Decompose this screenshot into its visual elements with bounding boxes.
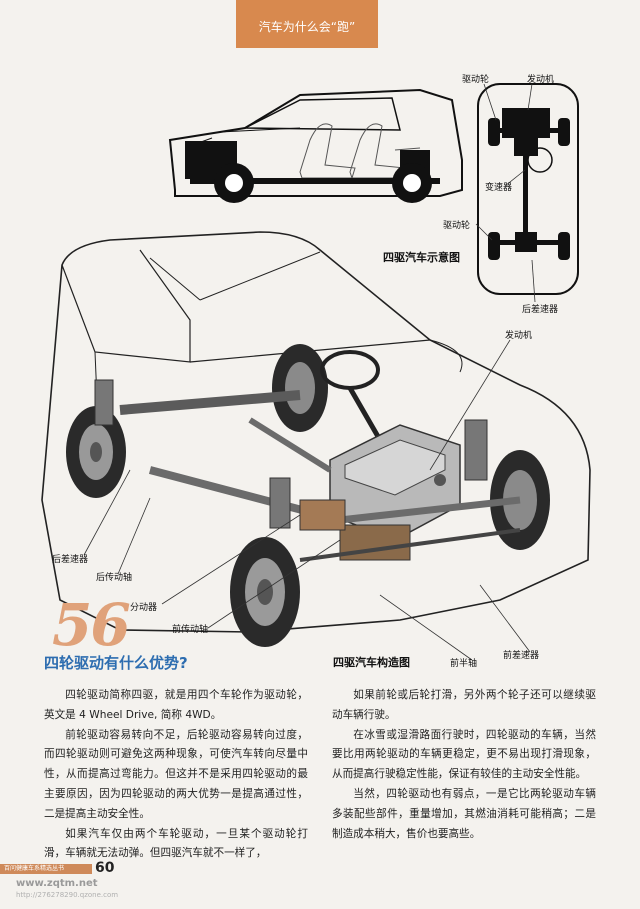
steering-wheel — [320, 350, 383, 442]
paragraph: 前轮驱动容易转向不足，后轮驱动容易转向过度，而四轮驱动则可避免这两种现象，可使汽… — [44, 728, 308, 820]
question-number: 56 — [52, 591, 131, 659]
label-front-shaft: 前传动轴 — [172, 625, 209, 635]
side-view-drivetrain — [185, 141, 440, 203]
top-view-schematic — [477, 83, 579, 295]
label-rear-shaft: 后传动轴 — [96, 573, 133, 583]
section-header-tab: 汽车为什么会“跑” — [236, 0, 378, 48]
main-diagram-caption: 四驱汽车构造图 — [333, 656, 410, 669]
footer-series-title: 百问健康车系精选丛书 — [4, 865, 65, 872]
label-engine-top: 发动机 — [527, 75, 555, 85]
label-drive-wheel: 驱动轮 — [462, 75, 490, 85]
label-rear-diff-main: 后差速器 — [52, 555, 89, 565]
question-title: 四轮驱动有什么优势? — [44, 654, 188, 672]
paragraph: 在冰雪或湿滑路面行驶时，四轮驱动的车辆，当然要比用两轮驱动的车辆更稳定，更不易出… — [332, 728, 596, 781]
main-leader-lines — [83, 339, 531, 661]
watermark-url: www.zqtm.net — [16, 878, 98, 889]
paragraph: 四轮驱动简称四驱，就是用四个车轮作为驱动轮，英文是 4 Wheel Drive,… — [44, 689, 308, 721]
drivetrain-components — [94, 379, 521, 562]
label-rear-diff-top: 后差速器 — [522, 305, 559, 315]
rear-wheel — [66, 406, 126, 498]
label-front-halfshaft: 前半轴 — [450, 659, 478, 669]
label-engine-main: 发动机 — [505, 331, 533, 341]
front-wheel — [230, 537, 300, 647]
top-schematic-leader-lines — [475, 83, 536, 303]
far-rear-wheel — [272, 344, 328, 432]
paragraph: 当然，四轮驱动也有弱点，一是它比两轮驱动车辆多装配些部件，重量增加，其燃油消耗可… — [332, 787, 596, 840]
four-wheel-drive-illustration — [41, 83, 591, 661]
section-title: 汽车为什么会“跑” — [258, 20, 356, 34]
watermark-sub: http://276278290.qzone.com — [16, 891, 119, 899]
label-transfer-case: 变速器 — [485, 183, 513, 193]
footer-strip — [0, 864, 92, 874]
label-transfer: 分动器 — [130, 603, 158, 613]
paragraph: 如果前轮或后轮打滑，另外两个轮子还可以继续驱动车辆行驶。 — [332, 689, 596, 721]
paragraph: 如果汽车仅由两个车轮驱动，一旦某个驱动轮打滑，车辆就无法动弹。但四驱汽车就不一样… — [44, 827, 308, 860]
engine-block — [329, 424, 461, 541]
label-drive-wheel-2: 驱动轮 — [443, 221, 471, 231]
body-column-left: 四轮驱动简称四驱，就是用四个车轮作为驱动轮，英文是 4 Wheel Drive,… — [44, 686, 308, 864]
top-diagram-caption: 四驱汽车示意图 — [383, 251, 460, 264]
page-number: 60 — [95, 860, 115, 876]
body-column-right: 如果前轮或后轮打滑，另外两个轮子还可以继续驱动车辆行驶。 在冰雪或湿滑路面行驶时… — [332, 686, 596, 844]
label-front-diff: 前差速器 — [503, 651, 540, 661]
